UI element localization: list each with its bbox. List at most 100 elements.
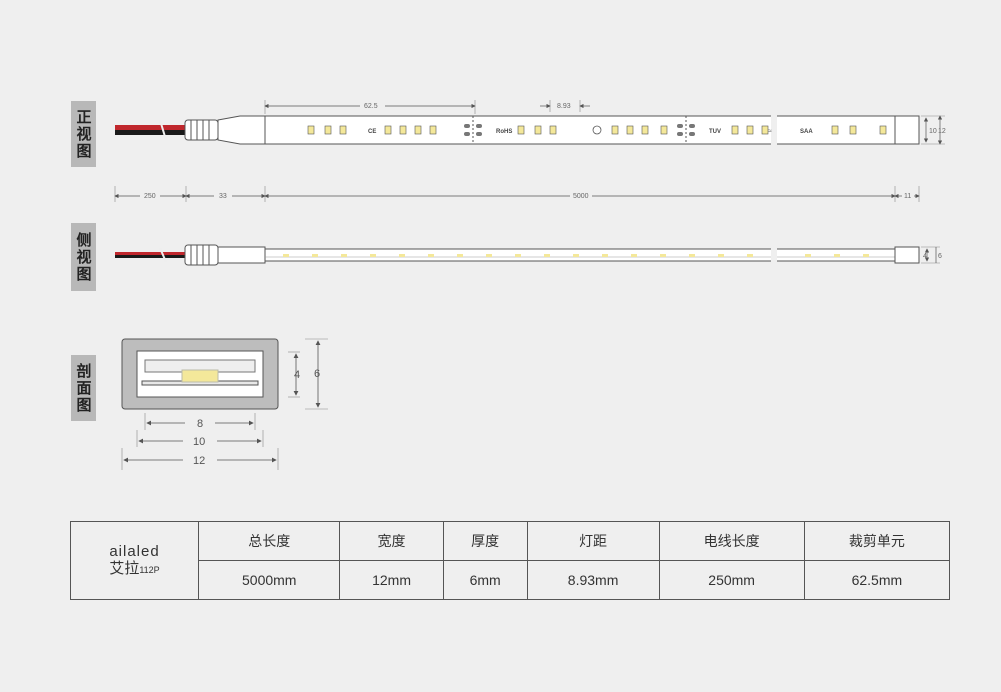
rohs-mark: RoHS: [496, 129, 512, 135]
strain-relief: [184, 119, 219, 141]
side-led-chip: [689, 254, 695, 257]
dim-cut-unit: 62.5: [364, 103, 378, 110]
side-led-chip: [515, 254, 521, 257]
dim-pitch: 8.93: [557, 103, 571, 110]
front-view-label: 正视图: [71, 101, 96, 167]
break-symbol: ≈: [768, 128, 772, 135]
side-dim-outer: 6: [938, 253, 942, 260]
section-dim-w3: 12: [193, 455, 205, 467]
side-led-chip: [602, 254, 608, 257]
header-cut-unit: 裁剪单元: [803, 521, 951, 561]
led-chip: [414, 125, 422, 135]
spec-header-row: ailaled 艾拉112P 总长度 宽度 厚度 灯距 电线长度 裁剪单元: [70, 521, 951, 600]
side-led-chip: [573, 254, 579, 257]
front-view: ≈ CE RoHS TUV SAA 62.5: [114, 100, 946, 202]
break-gap: [771, 112, 777, 148]
side-leds: [283, 254, 869, 257]
red-wire: [115, 125, 190, 130]
side-strain-relief: [184, 244, 219, 266]
value-led-pitch: 8.93mm: [526, 560, 660, 600]
led-chip: [429, 125, 437, 135]
side-black-wire: [115, 255, 190, 258]
saa-mark: SAA: [800, 129, 813, 135]
dim-length: 5000: [573, 193, 589, 200]
side-led-chip: [370, 254, 376, 257]
black-wire: [115, 130, 190, 135]
side-end-cap: [217, 246, 266, 264]
side-view-label: 侧视图: [71, 223, 96, 291]
section-led-chip: [181, 369, 219, 383]
led-chip: [339, 125, 347, 135]
side-led-chip: [863, 254, 869, 257]
brand-name-en: ailaled: [109, 542, 160, 560]
side-dim-inner: 4: [923, 253, 927, 260]
dim-connector: 33: [219, 193, 227, 200]
dim-width-inner: 10: [929, 128, 937, 135]
side-break-gap: [771, 244, 777, 266]
side-led-chip: [399, 254, 405, 257]
side-led-chip: [341, 254, 347, 257]
side-led-chip: [631, 254, 637, 257]
section-view-label: 剖面图: [71, 355, 96, 421]
led-chip: [731, 125, 739, 135]
side-led-chip: [805, 254, 811, 257]
ce-mark: CE: [368, 129, 376, 135]
end-connector: [894, 115, 920, 145]
spec-value-row: 5000mm 12mm 6mm 8.93mm 250mm 62.5mm: [71, 560, 951, 600]
side-led-chip: [834, 254, 840, 257]
led-chip: [517, 125, 525, 135]
ul-mark-icon: [592, 125, 602, 135]
led-chip: [399, 125, 407, 135]
value-cut-unit: 62.5mm: [803, 560, 951, 600]
end-cap: [217, 115, 266, 145]
dim-end: 11: [904, 193, 911, 200]
led-chip: [324, 125, 332, 135]
led-chip: [849, 125, 857, 135]
value-thickness: 6mm: [442, 560, 528, 600]
header-wire-length: 电线长度: [658, 521, 805, 561]
side-led-chip: [718, 254, 724, 257]
side-strip-body: [264, 248, 896, 262]
side-led-chip: [747, 254, 753, 257]
side-led-chip: [544, 254, 550, 257]
brand-cell: ailaled 艾拉112P: [70, 521, 199, 600]
side-view: 4 6: [115, 244, 942, 266]
side-led-chip: [486, 254, 492, 257]
front-leds: [307, 125, 887, 135]
length-dimensions: [114, 186, 920, 202]
side-led-chip: [283, 254, 289, 257]
brand-model: 112P: [139, 564, 160, 575]
side-led-chip: [457, 254, 463, 257]
header-total-length: 总长度: [197, 521, 341, 561]
led-chip: [626, 125, 634, 135]
value-total-length: 5000mm: [197, 560, 341, 600]
led-chip: [746, 125, 754, 135]
section-dim-h-outer: 6: [314, 368, 320, 380]
value-width: 12mm: [339, 560, 444, 600]
dim-wire: 250: [144, 193, 156, 200]
cut-marks: [464, 116, 695, 144]
led-chip: [761, 125, 769, 135]
led-chip: [641, 125, 649, 135]
led-chip: [534, 125, 542, 135]
led-chip: [660, 125, 668, 135]
header-thickness: 厚度: [442, 521, 528, 561]
section-view: 4 6 8 10 12: [121, 338, 328, 470]
led-chip: [831, 125, 839, 135]
led-chip: [549, 125, 557, 135]
dim-width-outer: 12: [938, 128, 946, 135]
led-chip: [307, 125, 315, 135]
led-chip: [879, 125, 887, 135]
brand-name-cn: 艾拉: [109, 559, 140, 577]
led-chip: [611, 125, 619, 135]
value-wire-length: 250mm: [658, 560, 805, 600]
section-dim-w1: 8: [197, 418, 203, 430]
side-red-wire: [115, 252, 190, 255]
spec-table: ailaled 艾拉112P 总长度 宽度 厚度 灯距 电线长度 裁剪单元 50…: [70, 521, 951, 600]
wire-break-mark: [159, 119, 167, 141]
tuv-mark: TUV: [709, 129, 721, 135]
section-dim-h-inner: 4: [294, 369, 300, 381]
side-wire-break: [159, 247, 167, 263]
side-led-chip: [428, 254, 434, 257]
